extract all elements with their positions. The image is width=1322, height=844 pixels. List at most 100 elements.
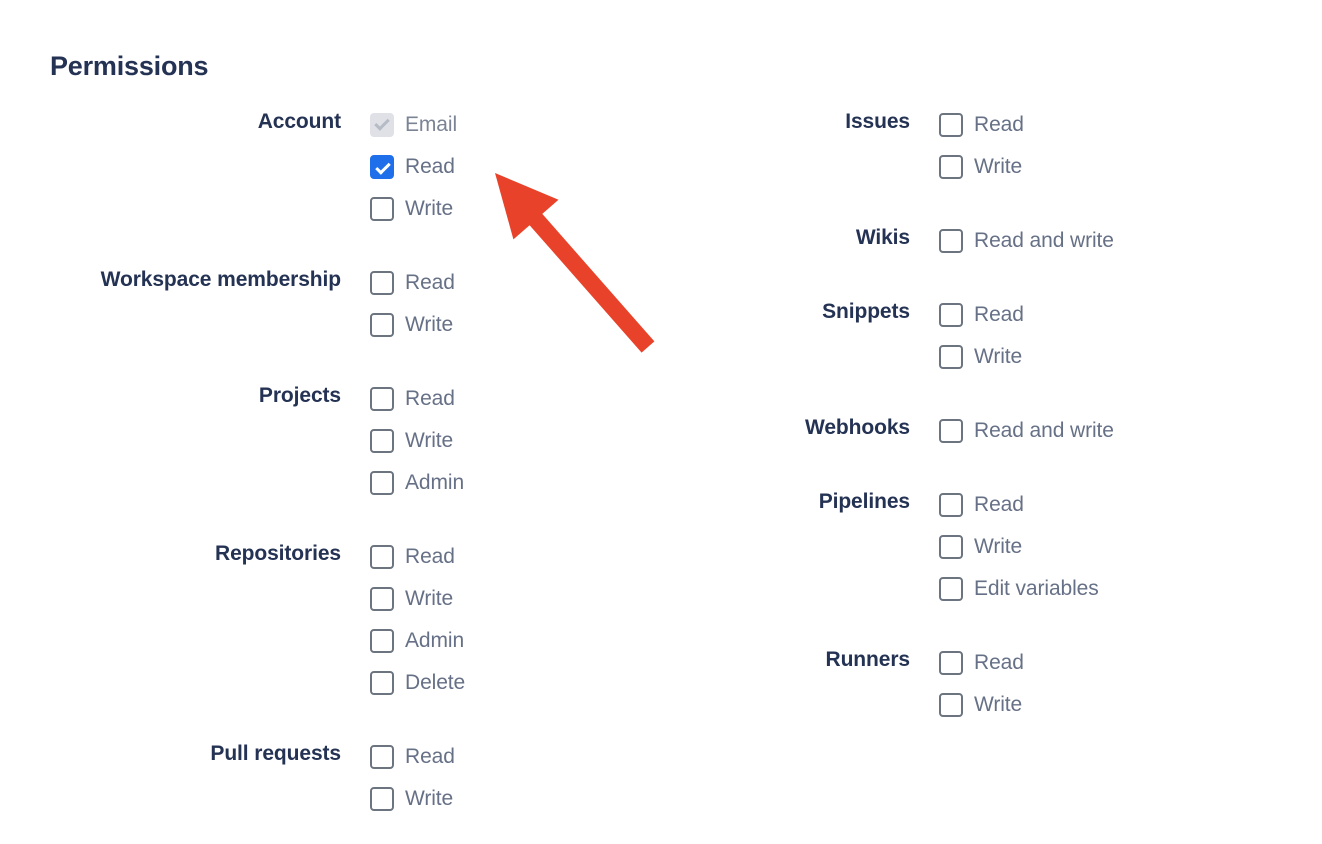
check-icon: [374, 115, 390, 131]
permission-option-runners-read[interactable]: Read: [939, 642, 1024, 684]
permission-group-webhooks: Webhooks Read and write: [660, 410, 1322, 452]
checkbox-email: [370, 113, 394, 137]
checkbox-edit-variables[interactable]: [939, 577, 963, 601]
checkbox-label: Write: [974, 155, 1023, 178]
checkbox-label: Write: [405, 197, 454, 220]
page-title: Permissions: [50, 51, 209, 81]
checkbox-read[interactable]: [370, 545, 394, 569]
permission-option-pipelines-read[interactable]: Read: [939, 484, 1099, 526]
permission-group-label: Webhooks: [805, 416, 910, 439]
checkbox-label: Read and write: [974, 229, 1114, 252]
permission-option-account-read[interactable]: Read: [370, 146, 457, 188]
permission-option-snippets-write[interactable]: Write: [939, 336, 1024, 378]
checkbox-admin[interactable]: [370, 471, 394, 495]
checkbox-admin[interactable]: [370, 629, 394, 653]
checkbox-read[interactable]: [939, 493, 963, 517]
permission-option-repositories-write[interactable]: Write: [370, 578, 465, 620]
checkbox-write[interactable]: [939, 693, 963, 717]
permission-option-runners-write[interactable]: Write: [939, 684, 1024, 726]
checkbox-read[interactable]: [939, 303, 963, 327]
checkbox-write[interactable]: [370, 313, 394, 337]
checkbox-write[interactable]: [370, 197, 394, 221]
permission-option-repositories-admin[interactable]: Admin: [370, 620, 465, 662]
permission-group-label: Projects: [258, 384, 341, 407]
checkbox-write[interactable]: [370, 587, 394, 611]
permission-option-issues-write[interactable]: Write: [939, 146, 1024, 188]
checkbox-read[interactable]: [370, 387, 394, 411]
check-icon: [375, 159, 391, 175]
permission-option-repositories-delete[interactable]: Delete: [370, 662, 465, 704]
checkbox-read[interactable]: [370, 271, 394, 295]
checkbox-label: Read: [974, 651, 1024, 674]
checkbox-label: Edit variables: [974, 577, 1099, 600]
checkbox-label: Write: [974, 535, 1023, 558]
permission-group-label: Snippets: [822, 300, 910, 323]
checkbox-write[interactable]: [939, 345, 963, 369]
checkbox-label: Write: [405, 313, 454, 336]
checkbox-label: Read: [974, 303, 1024, 326]
permission-group-label: Repositories: [215, 542, 341, 565]
permission-option-webhooks-read-and-write[interactable]: Read and write: [939, 410, 1114, 452]
permission-option-snippets-read[interactable]: Read: [939, 294, 1024, 336]
checkbox-label: Admin: [405, 629, 465, 652]
permission-option-workspace-membership-write[interactable]: Write: [370, 304, 455, 346]
permission-options: Read and write: [910, 410, 1114, 452]
checkbox-label: Read: [405, 387, 455, 410]
permission-option-wikis-read-and-write[interactable]: Read and write: [939, 220, 1114, 262]
permission-option-pull-requests-write[interactable]: Write: [370, 778, 455, 820]
permission-option-pipelines-write[interactable]: Write: [939, 526, 1099, 568]
checkbox-label: Read: [974, 493, 1024, 516]
checkbox-read-and-write[interactable]: [939, 229, 963, 253]
permission-group-label: Account: [257, 110, 341, 133]
permission-option-projects-write[interactable]: Write: [370, 420, 464, 462]
checkbox-read[interactable]: [939, 651, 963, 675]
checkbox-write[interactable]: [939, 155, 963, 179]
permission-group-label: Workspace membership: [100, 268, 341, 291]
checkbox-write[interactable]: [370, 429, 394, 453]
checkbox-write[interactable]: [370, 787, 394, 811]
checkbox-delete[interactable]: [370, 671, 394, 695]
permission-option-account-write[interactable]: Write: [370, 188, 457, 230]
permission-group-label: Runners: [825, 648, 911, 671]
permission-option-workspace-membership-read[interactable]: Read: [370, 262, 455, 304]
permission-option-projects-admin[interactable]: Admin: [370, 462, 464, 504]
checkbox-label: Read: [405, 271, 455, 294]
checkbox-label: Write: [974, 693, 1023, 716]
checkbox-read-and-write[interactable]: [939, 419, 963, 443]
permission-option-issues-read[interactable]: Read: [939, 104, 1024, 146]
checkbox-read[interactable]: [370, 155, 394, 179]
permission-option-pipelines-edit-variables[interactable]: Edit variables: [939, 568, 1099, 610]
checkbox-label: Admin: [405, 471, 465, 494]
checkbox-label: Write: [974, 345, 1023, 368]
checkbox-read[interactable]: [939, 113, 963, 137]
checkbox-read[interactable]: [370, 745, 394, 769]
permission-group-label: Pull requests: [210, 742, 341, 765]
checkbox-label: Read: [405, 155, 455, 178]
permission-option-projects-read[interactable]: Read: [370, 378, 464, 420]
checkbox-label: Read and write: [974, 419, 1114, 442]
checkbox-label: Email: [405, 113, 458, 136]
permission-option-repositories-read[interactable]: Read: [370, 536, 465, 578]
permission-option-account-email[interactable]: Email: [370, 104, 457, 146]
permission-group-label: Pipelines: [818, 490, 910, 513]
checkbox-write[interactable]: [939, 535, 963, 559]
checkbox-label: Write: [405, 429, 454, 452]
permission-option-pull-requests-read[interactable]: Read: [370, 736, 455, 778]
